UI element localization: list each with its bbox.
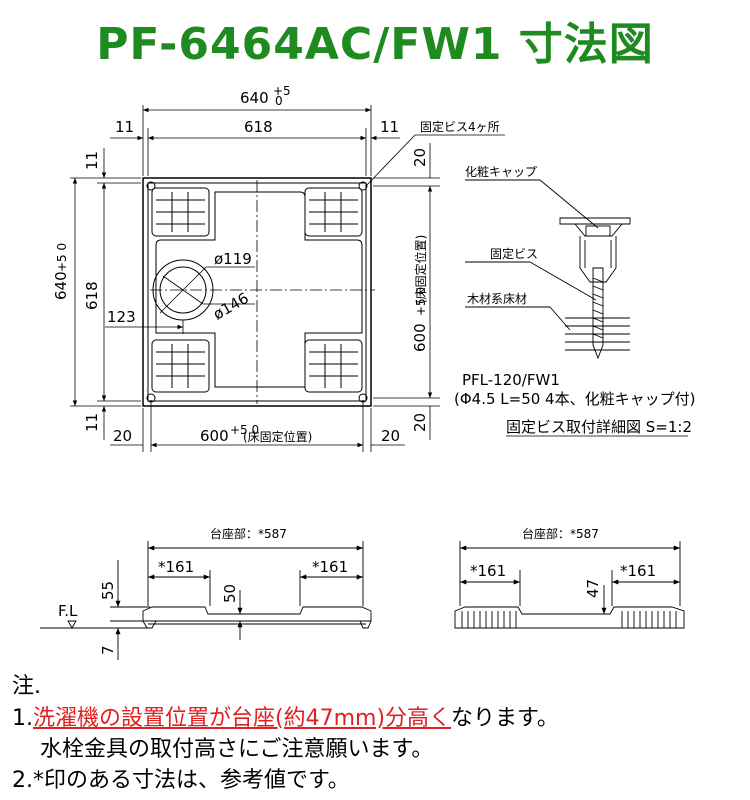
dim-bottom-right-20: 20: [381, 427, 400, 445]
dim-drain-outer: ø146: [210, 289, 252, 323]
left-base-label: 台座部：*587: [210, 526, 287, 541]
drain-inner: [159, 266, 207, 314]
screw-shaft: [592, 267, 604, 360]
dim-top-right-11: 11: [380, 118, 399, 136]
left-161-a: *161: [158, 558, 194, 576]
notes-heading: 注.: [12, 674, 41, 699]
dim-bottom-left-20: 20: [113, 427, 132, 445]
grate-top-left: [151, 187, 210, 237]
dim-top-inner: 618: [244, 118, 273, 136]
dim-drain-offset: 123: [107, 308, 136, 326]
note-2: 2.*印のある寸法は、参考値です。: [12, 768, 350, 793]
dim-bottom-600-tol: +5 0: [230, 423, 259, 437]
side-view-left: [40, 541, 372, 660]
dim-right-bottom-20: 20: [411, 413, 429, 432]
dim-top-overall-tol-plus: +5: [273, 84, 291, 98]
dim-drain-inner: ø119: [214, 250, 252, 268]
page-title: PF-6464AC/FW1 寸法図: [96, 19, 654, 70]
dim-left-overall: 640: [52, 271, 70, 300]
left-h55: 55: [99, 581, 117, 600]
dim-top-overall-tol-zero: 0: [275, 94, 283, 108]
dim-left-top-11: 11: [83, 151, 101, 170]
left-h7: 7: [99, 645, 117, 655]
note-1: 1.洗濯機の設置位置が台座(約47mm)分高くなります。: [12, 700, 559, 732]
left-161-b: *161: [312, 558, 348, 576]
dim-right-600-note: (床固定位置): [413, 235, 428, 304]
note-1-line2: 水栓金具の取付高さにご注意願います。: [40, 737, 434, 762]
grate-top-right: [304, 187, 363, 237]
corner-screw: [146, 181, 156, 191]
tray-floor-outline: [155, 191, 363, 388]
fl-label: F.L: [58, 602, 78, 620]
right-base-label: 台座部：*587: [522, 526, 599, 541]
right-h47: 47: [584, 579, 602, 598]
plan-view: [70, 105, 505, 452]
detail-caption: 固定ビス取付詳細図 S=1:2: [506, 418, 692, 436]
dim-bottom-600: 600: [200, 427, 229, 445]
dim-right-600-tol: +5 0: [414, 287, 428, 316]
dim-bottom-600-note: (床固定位置): [243, 429, 312, 444]
screw-detail: [465, 179, 631, 360]
note-1-highlight: 洗濯機の設置位置が台座(約47mm)分高く: [33, 706, 452, 731]
screw-note: 固定ビス4ヶ所: [420, 119, 500, 134]
note-1-number: 1.: [12, 706, 33, 731]
side-view-right: [454, 541, 685, 629]
grate-bottom-right: [304, 339, 363, 393]
decorative-cap: [585, 225, 611, 237]
dim-top-overall: 640: [240, 89, 269, 107]
dim-left-inner: 618: [83, 281, 101, 310]
right-161-b: *161: [620, 562, 656, 580]
corner-screw: [358, 181, 368, 191]
dim-right-top-20: 20: [411, 148, 429, 167]
left-h50: 50: [221, 584, 239, 603]
floor-label: 木材系床材: [467, 292, 527, 306]
dim-right-600: 600: [411, 323, 429, 352]
tray-outline: [142, 177, 372, 407]
tray-profile: [142, 606, 372, 622]
detail-spec: (Φ4.5 L=50 4本、化粧キャップ付): [454, 390, 695, 408]
note-1-rest: なります。: [451, 706, 559, 731]
right-161-a: *161: [470, 562, 506, 580]
dim-left-bottom-11: 11: [83, 413, 101, 432]
dim-left-overall-tol: +5 0: [55, 243, 69, 272]
detail-model: PFL-120/FW1: [462, 371, 560, 389]
tray-profile-ribbed: [454, 606, 685, 629]
cap-label: 化粧キャップ: [465, 165, 537, 179]
dim-top-left-11: 11: [115, 118, 134, 136]
grate-bottom-left: [151, 339, 210, 393]
screw-label: 固定ビス: [490, 246, 538, 261]
